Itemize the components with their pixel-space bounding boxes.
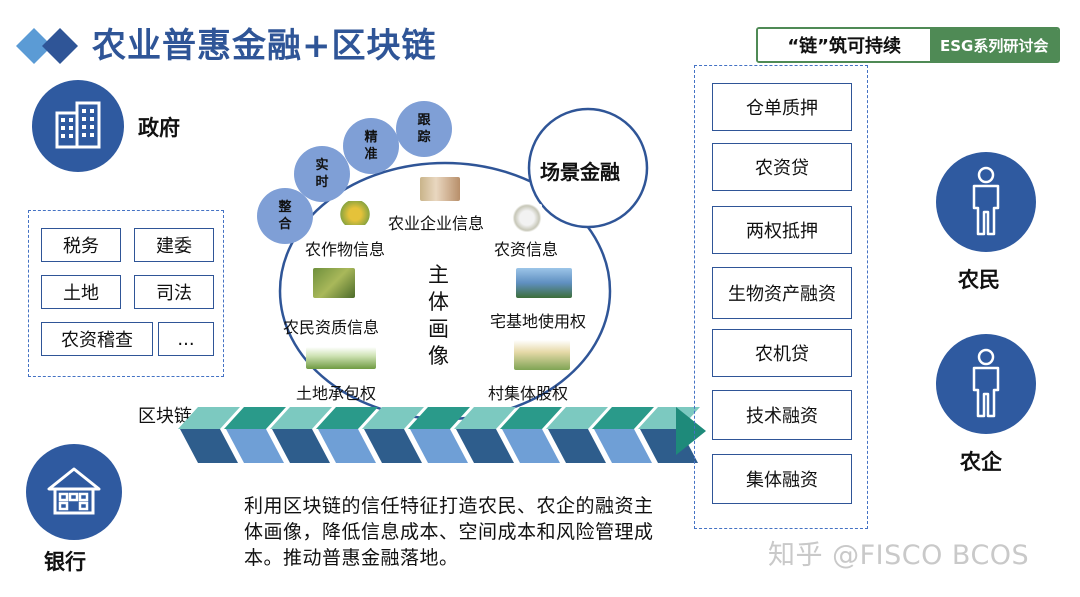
chain-segment-top xyxy=(546,407,608,429)
bubble-precise: 精准 xyxy=(343,118,399,174)
chain-segment-bottom xyxy=(594,429,652,463)
watermark: 知乎 @FISCO BCOS xyxy=(768,540,1030,571)
government-building-icon xyxy=(32,80,124,172)
bubble-integrate: 整合 xyxy=(257,188,313,244)
chain-segment-bottom xyxy=(410,429,468,463)
bank-house-icon xyxy=(26,444,122,540)
agri-enterprise-label: 农企 xyxy=(960,450,1002,474)
portrait-item-homestead: 宅基地使用权 xyxy=(490,312,587,331)
chain-segment-bottom xyxy=(272,429,330,463)
chain-segment-top xyxy=(224,407,286,429)
chain-segment-top xyxy=(316,407,378,429)
crop-photo xyxy=(339,201,371,225)
gov-item-construction: 建委 xyxy=(134,228,214,262)
chain-segment-bottom xyxy=(456,429,514,463)
chain-segment-top xyxy=(178,407,240,429)
chain-segment-bottom xyxy=(180,429,238,463)
chain-segment-bottom xyxy=(226,429,284,463)
enterprise-photo xyxy=(420,177,460,201)
portrait-item-crop: 农作物信息 xyxy=(305,240,386,259)
bank-label: 银行 xyxy=(44,550,86,574)
finance-products-box xyxy=(694,65,868,529)
event-badge: “链”筑可持续 ESG系列研讨会 xyxy=(756,27,1060,63)
chain-segment-top xyxy=(454,407,516,429)
chain-segment-bottom xyxy=(548,429,606,463)
portrait-center-label: 主体画像 xyxy=(428,263,449,368)
gov-item-tax: 税务 xyxy=(41,228,121,262)
badge-right-text: ESG系列研讨会 xyxy=(930,29,1058,61)
bubble-realtime-text: 实时 xyxy=(315,158,329,190)
gov-item-land: 土地 xyxy=(41,275,121,309)
bubble-track: 跟踪 xyxy=(396,101,452,157)
village-photo xyxy=(514,340,570,370)
chain-segment-top xyxy=(592,407,654,429)
homestead-photo xyxy=(516,268,572,298)
portrait-item-enterprise: 农业企业信息 xyxy=(388,214,485,233)
bubble-realtime: 实时 xyxy=(294,146,350,202)
agri-material-photo xyxy=(512,204,542,232)
product-bio-asset-financing: 生物资产融资 xyxy=(712,267,852,319)
scene-finance-circle xyxy=(527,107,649,229)
product-farm-machine-loan: 农机贷 xyxy=(712,329,852,377)
badge-left-text: “链”筑可持续 xyxy=(758,29,931,61)
product-two-rights-mortgage: 两权抵押 xyxy=(712,206,852,254)
gov-item-agri-inspection: 农资稽查 xyxy=(41,322,153,356)
chain-segment-bottom xyxy=(318,429,376,463)
portrait-item-agri-material: 农资信息 xyxy=(494,240,559,259)
blockchain-band xyxy=(178,407,706,463)
government-data-box xyxy=(28,210,224,377)
product-collective-financing: 集体融资 xyxy=(712,454,852,504)
product-agri-material-loan: 农资贷 xyxy=(712,143,852,191)
portrait-item-village-equity: 村集体股权 xyxy=(488,384,569,403)
portrait-item-land-contract: 土地承包权 xyxy=(296,384,377,403)
chain-segment-top xyxy=(408,407,470,429)
chain-segment-top xyxy=(362,407,424,429)
bubble-track-text: 跟踪 xyxy=(417,113,431,145)
blockchain-label: 区块链 xyxy=(138,406,192,427)
chain-segment-top xyxy=(270,407,332,429)
farmer-label: 农民 xyxy=(958,268,1000,292)
product-warehouse-pledge: 仓单质押 xyxy=(712,83,852,131)
agri-enterprise-person-icon xyxy=(936,334,1036,434)
scene-finance-label: 场景金融 xyxy=(540,160,620,184)
chain-segment-top xyxy=(500,407,562,429)
portrait-item-farmer-qualification: 农民资质信息 xyxy=(283,318,380,337)
diamond-logo-icon xyxy=(16,28,78,64)
farmer-photo xyxy=(313,268,355,298)
product-tech-financing: 技术融资 xyxy=(712,390,852,440)
land-photo xyxy=(306,347,376,369)
chain-segment-bottom xyxy=(502,429,560,463)
farmer-person-icon xyxy=(936,152,1036,252)
bubble-integrate-text: 整合 xyxy=(278,200,292,232)
gov-item-judicial: 司法 xyxy=(134,275,214,309)
chain-segment-bottom xyxy=(364,429,422,463)
page-title: 农业普惠金融+区块链 xyxy=(92,26,437,66)
description-text: 利用区块链的信任特征打造农民、农企的融资主体画像，降低信息成本、空间成本和风险管… xyxy=(244,495,654,569)
bubble-precise-text: 精准 xyxy=(364,130,378,162)
gov-item-more: ... xyxy=(158,322,214,356)
government-label: 政府 xyxy=(138,116,180,140)
